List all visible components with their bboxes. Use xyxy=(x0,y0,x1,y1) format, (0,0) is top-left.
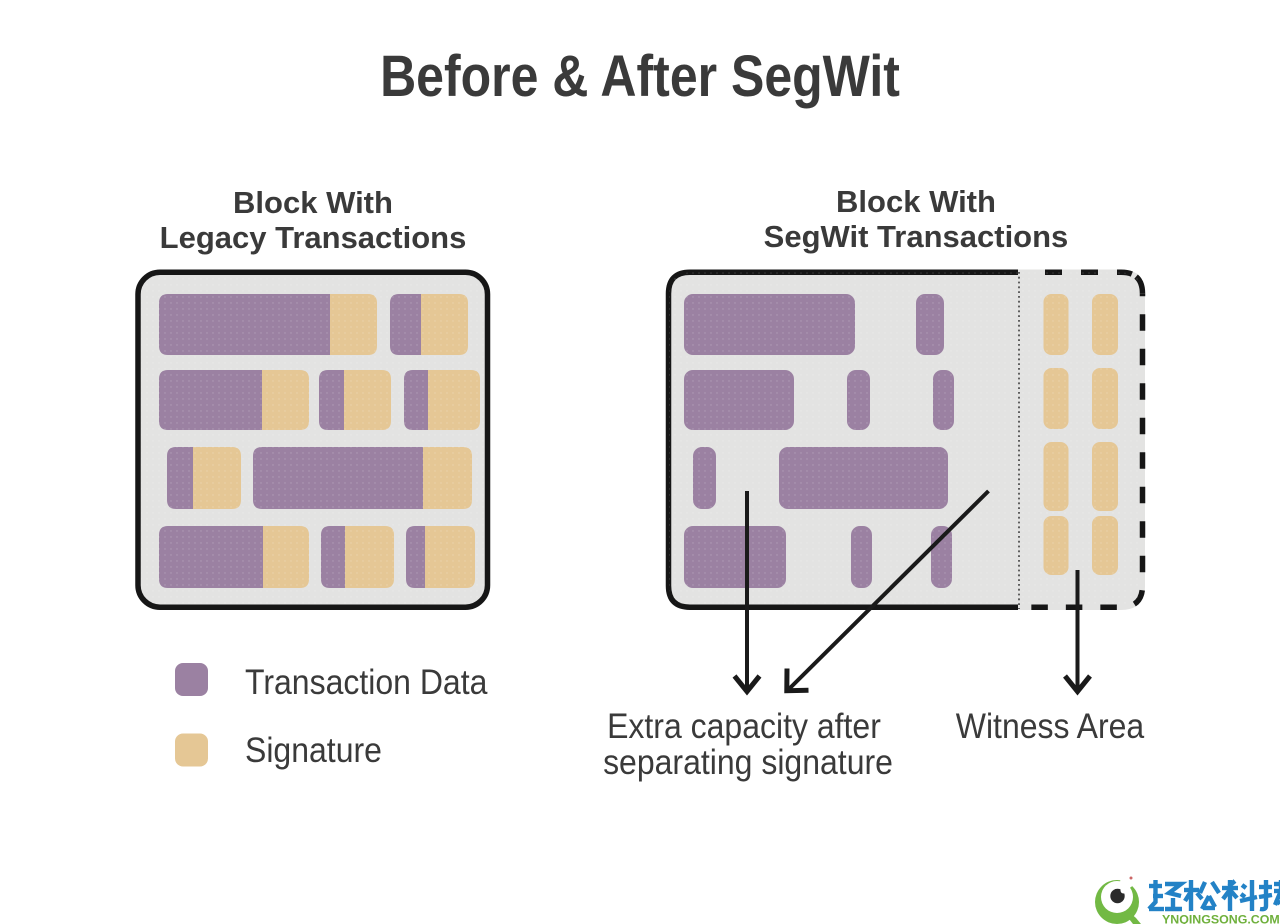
svg-text:YNQINGSONG.COM: YNQINGSONG.COM xyxy=(1162,913,1280,924)
svg-text:Before & After SegWit: Before & After SegWit xyxy=(380,43,900,109)
svg-text:Legacy Transactions: Legacy Transactions xyxy=(160,220,467,255)
svg-text:SegWit Transactions: SegWit Transactions xyxy=(764,219,1069,254)
svg-text:Signature: Signature xyxy=(245,732,382,771)
svg-text:separating signature: separating signature xyxy=(603,744,893,783)
svg-text:Witness Area: Witness Area xyxy=(956,708,1145,747)
svg-text:Extra capacity after: Extra capacity after xyxy=(607,708,881,747)
svg-text:Transaction Data: Transaction Data xyxy=(245,664,488,703)
svg-text:Block With: Block With xyxy=(836,184,996,219)
svg-text:Block With: Block With xyxy=(233,185,393,220)
